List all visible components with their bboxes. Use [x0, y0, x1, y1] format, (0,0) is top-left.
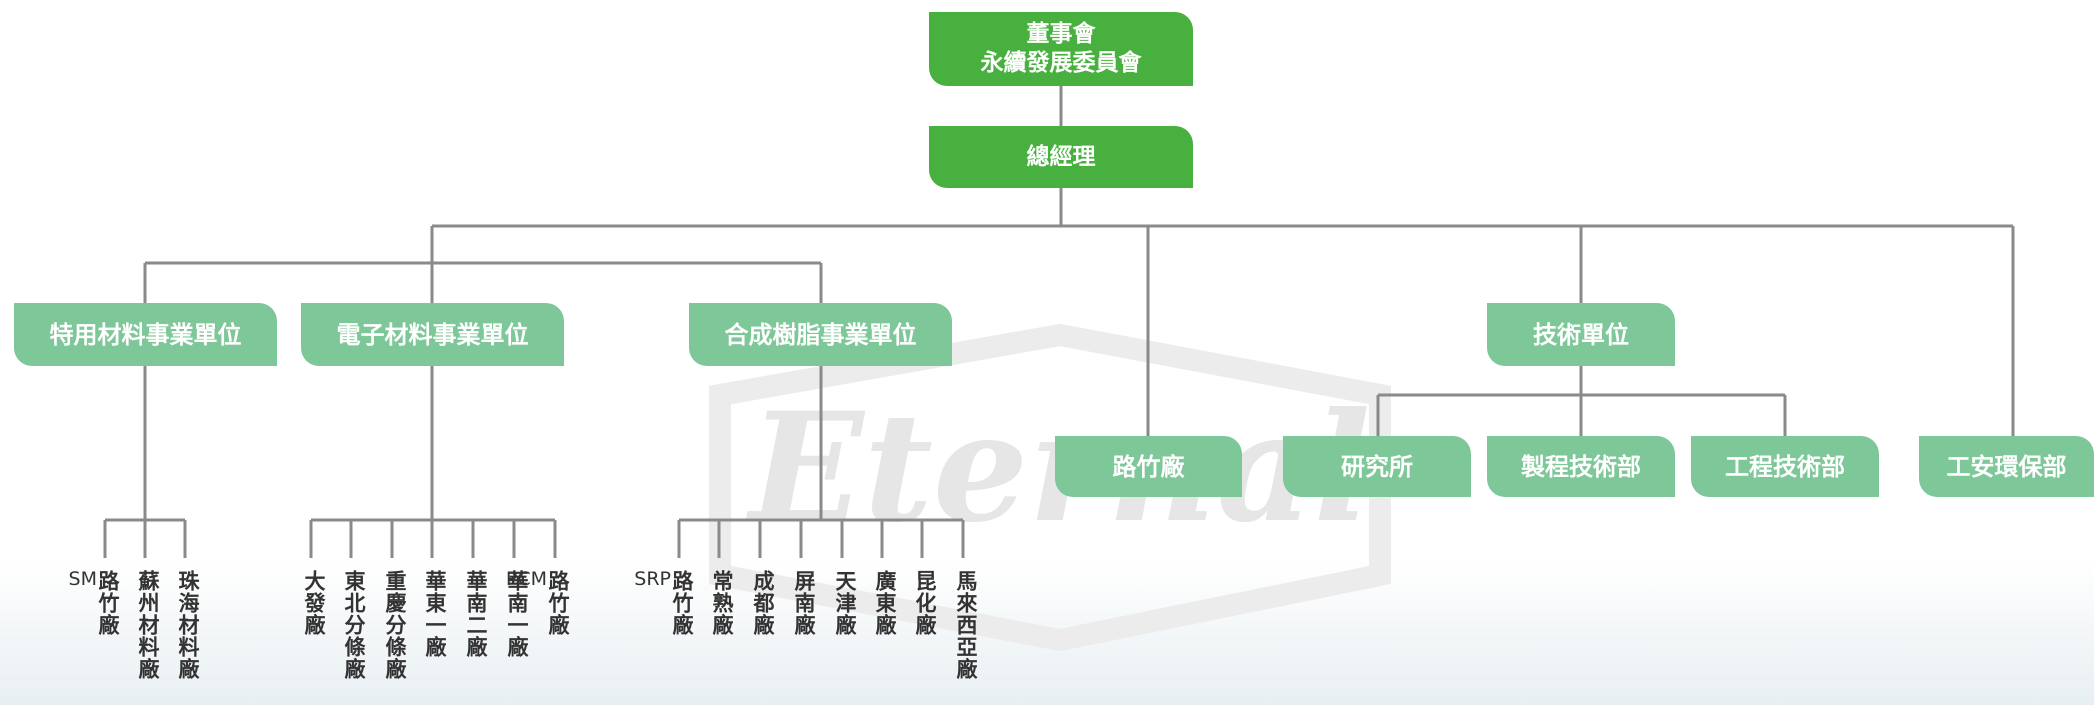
general-manager-title: 總經理	[1026, 143, 1096, 170]
safety-environment-dept-label: 工安環保部	[1946, 452, 2067, 481]
plant-label: 東北分條廠	[342, 570, 366, 680]
plant-label: 昆化廠	[913, 570, 937, 636]
plant-label: 蘇州材料廠	[136, 570, 160, 680]
tech-unit-box: 技術單位	[1487, 303, 1675, 366]
board-title: 董事會	[1026, 21, 1096, 48]
electronic-materials-unit-box: 電子材料事業單位	[301, 303, 564, 366]
safety-environment-dept-box: 工安環保部	[1919, 436, 2094, 497]
engineering-tech-dept-box: 工程技術部	[1691, 436, 1879, 497]
plant-label: 屏南廠	[792, 570, 816, 636]
plant-label: 大發廠	[302, 570, 326, 636]
synthetic-resin-unit-label: 合成樹脂事業單位	[724, 320, 917, 349]
luzhu-plant-box: 路竹廠	[1055, 436, 1242, 497]
process-tech-dept-box: 製程技術部	[1487, 436, 1675, 497]
special-materials-unit-label: 特用材料事業單位	[49, 320, 242, 349]
sustainability-committee-title: 永續發展委員會	[980, 50, 1142, 76]
plant-label: 華南二廠	[464, 570, 488, 658]
plant-label: 馬來西亞廠	[954, 570, 978, 680]
research-institute-box: 研究所	[1283, 436, 1471, 497]
synthetic-resin-unit-box: 合成樹脂事業單位	[689, 303, 952, 366]
general-manager-box: 總經理	[929, 126, 1193, 188]
plant-label: 重慶分條廠	[383, 570, 407, 680]
plant-label: 廣東廠	[873, 570, 897, 636]
plant-label: 華南一廠	[505, 570, 529, 658]
plant-label: 成都廠	[751, 570, 775, 636]
special-materials-unit-box: 特用材料事業單位	[14, 303, 277, 366]
plant-label: 天津廠	[833, 570, 857, 636]
plant-label: 常熟廠	[710, 570, 734, 636]
research-institute-label: 研究所	[1341, 452, 1413, 481]
plant-label: 珠海材料廠	[176, 570, 200, 680]
electronic-materials-unit-label: 電子材料事業單位	[336, 320, 529, 349]
process-tech-dept-label: 製程技術部	[1521, 452, 1641, 481]
luzhu-plant-label: 路竹廠	[1112, 452, 1185, 481]
tech-unit-label: 技術單位	[1533, 320, 1629, 349]
plant-label: 華東一廠	[423, 570, 447, 658]
engineering-tech-dept-label: 工程技術部	[1725, 452, 1845, 481]
board-box: 董事會 永續發展委員會	[929, 12, 1193, 86]
